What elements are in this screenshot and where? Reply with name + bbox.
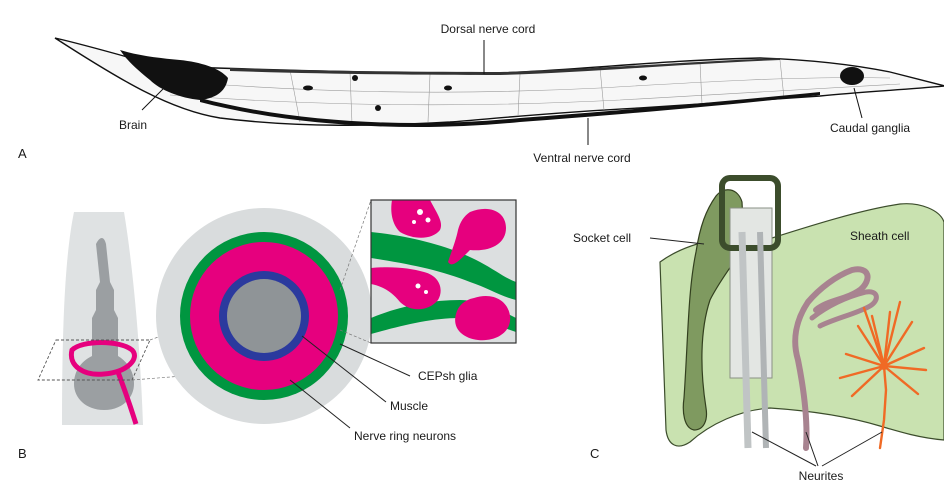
neuron-dot (375, 105, 381, 111)
muscle-label: Muscle (390, 399, 428, 413)
panel-b-nerve-ring: CEPsh glia Muscle Nerve ring neurons B (18, 200, 516, 461)
neurites-pointer (822, 432, 882, 466)
dorsal-nerve-cord-label: Dorsal nerve cord (441, 22, 536, 36)
vesicle (417, 209, 423, 215)
vesicle (412, 220, 416, 224)
panel-a-worm: Dorsal nerve cord Brain Ventral nerve co… (18, 22, 944, 165)
vesicle (416, 284, 421, 289)
sheath-cell-label: Sheath cell (850, 229, 909, 243)
caudal-ganglia-shape (840, 67, 864, 85)
neuron-dot (303, 86, 313, 91)
ventral-nerve-cord-label: Ventral nerve cord (533, 151, 630, 165)
neuron-dot (444, 86, 452, 91)
neurite-orange-hub (880, 362, 888, 370)
socket-cell-label: Socket cell (573, 231, 631, 245)
pharynx-core (227, 279, 301, 353)
neuron-process (455, 296, 510, 340)
neurites-label: Neurites (799, 469, 844, 482)
vesicle (424, 290, 428, 294)
nerve-ring-neurons-label: Nerve ring neurons (354, 429, 456, 443)
panel-b-letter: B (18, 446, 27, 461)
neuron-dot (352, 75, 358, 81)
vesicle (426, 218, 431, 223)
brain-label: Brain (119, 118, 147, 132)
panel-a-letter: A (18, 146, 27, 161)
socket-pointer (650, 238, 704, 244)
ceps-glia-label: CEPsh glia (418, 369, 478, 383)
caudal-ganglia-label: Caudal ganglia (830, 121, 910, 135)
panel-c-letter: C (590, 446, 599, 461)
neuron-dot (639, 76, 647, 81)
panel-c-sensillum: Socket cell Sheath cell Neurites C (573, 178, 944, 482)
